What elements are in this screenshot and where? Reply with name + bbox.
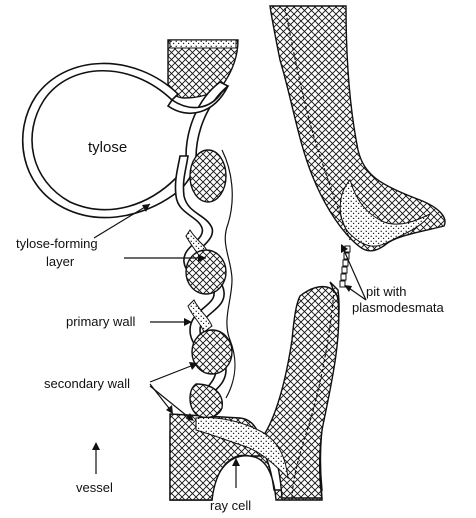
label-secondary-wall: secondary wall <box>44 376 130 391</box>
label-pit-1: pit with <box>366 284 406 299</box>
label-ray-cell: ray cell <box>210 498 251 513</box>
wall-bulge-3 <box>191 329 233 375</box>
upper-middle-lamella <box>284 7 351 241</box>
lower-pit-membrane <box>195 417 289 480</box>
wall-bulge-4 <box>189 383 223 419</box>
lower-wall-body <box>261 286 340 499</box>
label-tylose-forming-1: tylose-forming <box>16 236 98 251</box>
label-vessel: vessel <box>76 480 113 495</box>
label-pit-2: plasmodesmata <box>352 300 445 315</box>
vessel-wall-inner <box>221 149 236 399</box>
upper-left-stipple <box>169 39 237 49</box>
arrows <box>92 203 367 488</box>
upper-left-wall-block <box>167 39 239 99</box>
wall-bulge-2 <box>185 249 227 295</box>
label-primary-wall: primary wall <box>66 314 135 329</box>
label-tylose-forming-2: layer <box>46 254 75 269</box>
lower-middle-lamella <box>291 289 335 501</box>
wall-bulge-1 <box>189 149 227 203</box>
label-tylose: tylose <box>88 139 127 156</box>
tylose-neck <box>166 85 229 114</box>
